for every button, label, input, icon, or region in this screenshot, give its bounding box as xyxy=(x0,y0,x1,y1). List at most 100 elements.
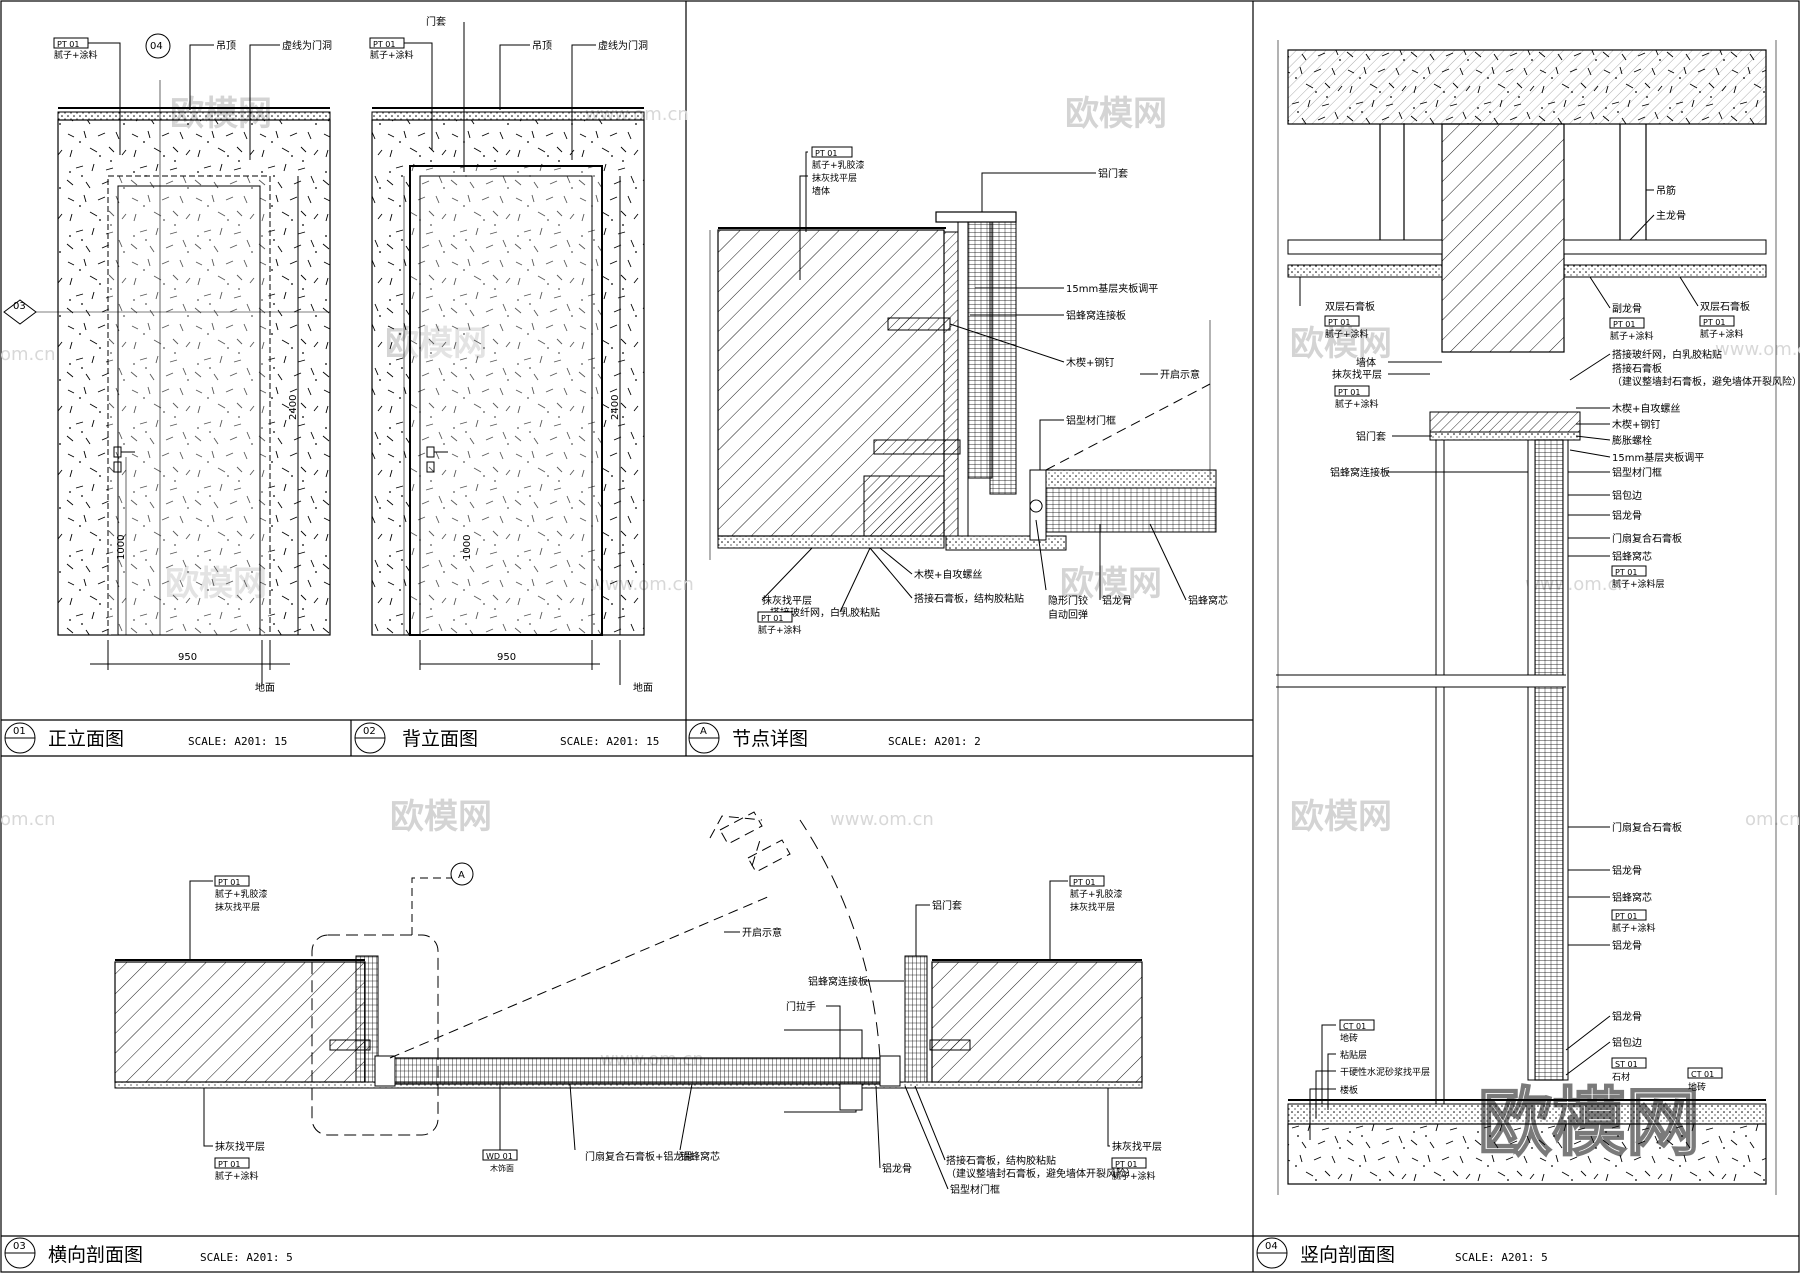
label-latex: 腻子+乳胶漆 xyxy=(215,888,268,900)
label-alu-frame: 铝门套 xyxy=(932,899,962,912)
label-alu-edge: 铝包边 xyxy=(1612,489,1642,502)
label-wall: 墙体 xyxy=(812,185,830,197)
view-number: A xyxy=(700,726,707,737)
label-main-keel: 主龙骨 xyxy=(1656,209,1686,222)
tag-code: ST 01 xyxy=(1615,1060,1638,1069)
label-paint: 腻子+涂料 xyxy=(1335,398,1379,410)
title-bar-02: 02 背立面图 SCALE: A201: 15 xyxy=(354,722,659,754)
watermark-url: www.om.cn xyxy=(830,809,934,830)
tag-code: CT 01 xyxy=(1691,1070,1714,1079)
watermark-url: om.cn xyxy=(0,344,56,365)
label-floor-tile: 地砖 xyxy=(1340,1032,1358,1044)
label-honey-connector: 铝蜂窝连接板 xyxy=(1066,309,1126,322)
label-ceiling: 吊顶 xyxy=(216,40,236,52)
label-honey-core: 铝蜂窝芯 xyxy=(1612,891,1652,904)
dim-handle: 1000 xyxy=(462,535,473,560)
tag-code: PT 01 xyxy=(1613,320,1635,329)
label-auto-return: 自动回弹 xyxy=(1048,608,1088,621)
label-stone: 石材 xyxy=(1612,1071,1630,1083)
label-double-gypsum: 双层石膏板 xyxy=(1325,300,1375,313)
view-scale: SCALE: A201: 5 xyxy=(200,1251,293,1264)
tag-code: PT 01 xyxy=(761,614,783,623)
ref-bubble-03: 03 xyxy=(13,301,26,312)
label-wood-face: 木饰面 xyxy=(490,1163,514,1173)
view-number: 02 xyxy=(363,726,376,737)
tag-code: PT 01 xyxy=(373,40,395,49)
dim-height: 2400 xyxy=(610,395,621,420)
label-floor: 地面 xyxy=(633,681,653,694)
watermark-brand: 欧模网 xyxy=(1060,564,1162,604)
tag-code: PT 01 xyxy=(1338,388,1360,397)
label-fiber-mesh: 搭接玻纤网，白乳胶粘贴 xyxy=(770,606,880,619)
view-title: 节点详图 xyxy=(732,728,808,750)
label-ceiling: 吊顶 xyxy=(532,40,552,52)
label-handle: 门拉手 xyxy=(786,1000,816,1013)
label-hidden-hinge: 隐形门铰 xyxy=(1048,594,1088,607)
tag-code: PT 01 xyxy=(1615,568,1637,577)
label-plywood: 15mm基层夹板调平 xyxy=(1612,451,1704,464)
label-honey-core: 铝蜂窝芯 xyxy=(1188,594,1228,607)
label-paint: 腻子+涂料 xyxy=(1325,328,1369,340)
label-alu-keel: 铝龙骨 xyxy=(882,1162,912,1175)
watermark-brand: 欧模网 xyxy=(1290,797,1392,837)
label-honey-core: 铝蜂窝芯 xyxy=(680,1150,720,1163)
watermark-url: om.cn xyxy=(0,809,56,830)
title-bar-01: 01 正立面图 SCALE: A201: 15 xyxy=(1,719,686,754)
label-plaster: 抹灰找平层 xyxy=(812,172,857,184)
label-plaster-bottom: 抹灰找平层 xyxy=(762,594,812,607)
watermark-url: www.om.cn xyxy=(1715,339,1800,360)
tag-code: PT 01 xyxy=(1615,912,1637,921)
tag-code: PT 01 xyxy=(57,40,79,49)
label-plaster: 抹灰找平层 xyxy=(1112,1140,1162,1153)
view-scale: SCALE: A201: 2 xyxy=(888,735,981,748)
tag-note: 腻子+涂料 xyxy=(54,49,98,61)
label-sub-keel: 副龙骨 xyxy=(1612,302,1642,315)
label-plaster: 抹灰找平层 xyxy=(215,901,260,913)
ref-bubble-04: 04 xyxy=(150,41,163,52)
label-honey-connector: 铝蜂窝连接板 xyxy=(1330,466,1390,479)
dim-handle: 1000 xyxy=(116,535,127,560)
view-A-node-detail: PT 01 腻子+乳胶漆 抹灰找平层 墙体 铝门套 15mm基层夹板调平 铝蜂窝… xyxy=(709,146,1228,636)
view-title: 正立面图 xyxy=(48,728,124,750)
detail-ref-A: A xyxy=(458,870,465,881)
label-paint: 腻子+涂料 xyxy=(1610,330,1654,342)
label-paint: 腻子+涂料 xyxy=(1700,328,1744,340)
label-plaster: 抹灰找平层 xyxy=(1332,368,1382,381)
label-paint: 腻子+涂料 xyxy=(1612,922,1656,934)
view-03-horizontal-section: A PT 01 腻子+乳胶漆 抹灰找平层 抹灰找平层 PT 01 腻子+涂料 P… xyxy=(114,811,1162,1196)
dim-width: 950 xyxy=(178,652,197,663)
label-door-opening: 虚线为门洞 xyxy=(598,39,648,52)
tag-code: PT 01 xyxy=(218,1160,240,1169)
label-gypsum-note: （建议整墙封石膏板，避免墙体开裂风险） xyxy=(946,1167,1136,1180)
label-double-gypsum: 双层石膏板 xyxy=(1700,300,1750,313)
view-scale: SCALE: A201: 15 xyxy=(188,735,287,748)
view-number: 03 xyxy=(13,1241,26,1252)
label-paint: 腻子+涂料 xyxy=(758,624,802,636)
label-expansion: 膨胀螺栓 xyxy=(1612,434,1652,447)
dim-width: 950 xyxy=(497,652,516,663)
view-title: 横向剖面图 xyxy=(48,1244,143,1266)
label-leaf-gypsum: 门扇复合石膏板 xyxy=(1612,532,1682,545)
watermark-brand: 欧模网 xyxy=(1065,94,1167,134)
label-wood-screw: 木楔+自攻螺丝 xyxy=(1612,402,1680,415)
tag-code: PT 01 xyxy=(1328,318,1350,327)
title-bar-A: A 节点详图 SCALE: A201: 2 xyxy=(686,719,1253,754)
label-alu-keel: 铝龙骨 xyxy=(1612,864,1642,877)
label-hanger: 吊筋 xyxy=(1656,184,1676,197)
label-gypsum-glue: 搭接石膏板，结构胶粘贴 xyxy=(914,592,1024,605)
label-paint: 腻子+涂料 xyxy=(215,1170,259,1182)
tag-code: PT 01 xyxy=(1115,1160,1137,1169)
label-floor: 地面 xyxy=(255,681,275,694)
label-mortar: 干硬性水泥砂浆找平层 xyxy=(1340,1066,1430,1078)
label-lap-gypsum: 搭接石膏板 xyxy=(1612,362,1662,375)
watermark-brand: 欧模网 xyxy=(390,797,492,837)
tag-code: PT 01 xyxy=(815,149,837,158)
title-bar-04: 04 竖向剖面图 SCALE: A201: 5 xyxy=(1253,1235,1799,1269)
label-alu-door-frame: 铝型材门框 xyxy=(1612,466,1662,479)
label-alu-keel: 铝龙骨 xyxy=(1612,1010,1642,1023)
view-04-vertical-section: 吊筋 主龙骨 双层石膏板 PT 01 腻子+涂料 双层石膏板 PT 01 腻子+… xyxy=(1276,40,1800,1195)
label-leaf: 门扇复合石膏板+铝龙骨 xyxy=(585,1150,693,1163)
label-fiber-mesh: 搭接玻纤网，白乳胶粘贴 xyxy=(1612,348,1722,361)
tag-code: PT 01 xyxy=(218,878,240,887)
